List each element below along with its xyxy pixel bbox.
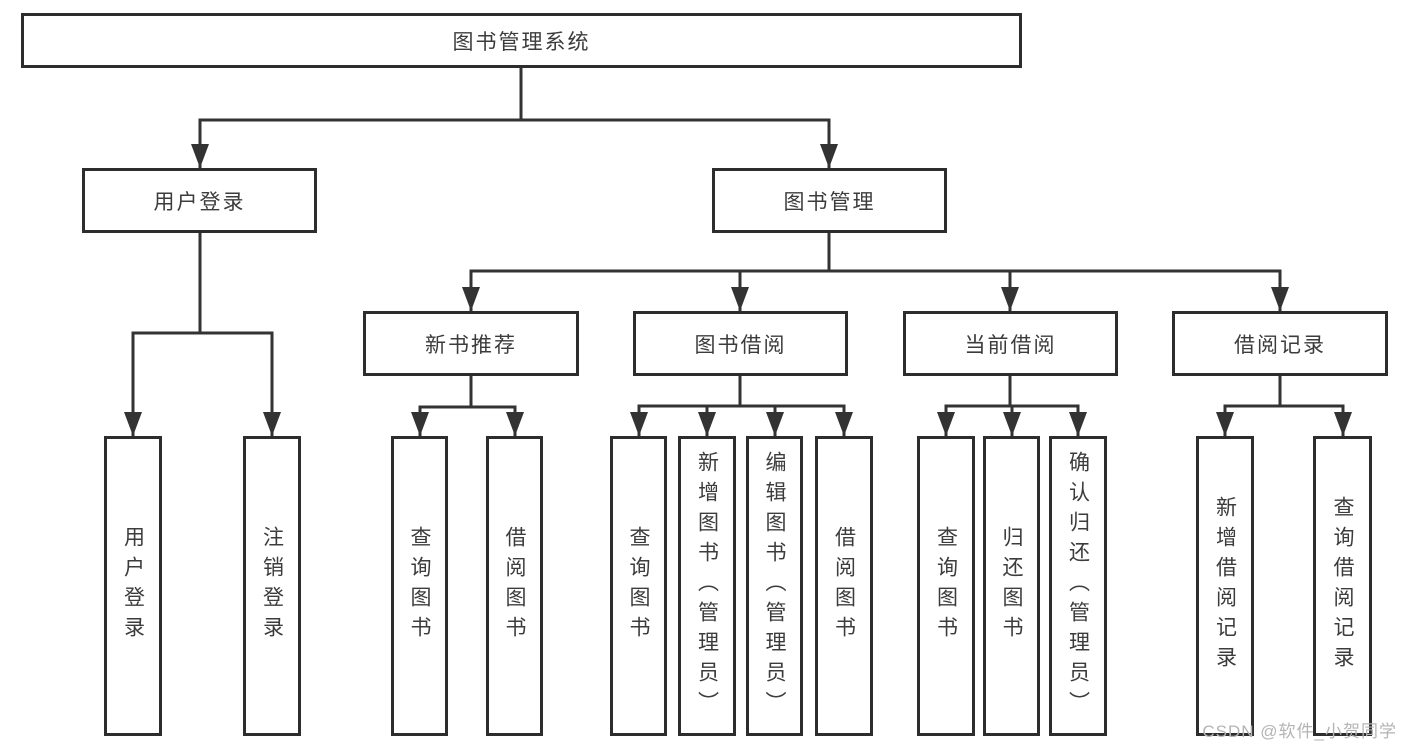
arrow-down-icon <box>191 144 209 168</box>
leaf-query-borrow-record: 查询借阅记录 <box>1313 436 1372 736</box>
arrow-down-icon <box>820 144 838 168</box>
arrow-down-icon <box>263 412 281 436</box>
leaf-borrow-books-recommend: 借阅图书 <box>486 436 543 736</box>
arrow-down-icon <box>937 412 955 436</box>
arrow-down-icon <box>506 412 524 436</box>
node-user-login: 用户登录 <box>82 168 317 233</box>
connector-root <box>198 66 831 170</box>
arrow-down-icon <box>630 412 648 436</box>
arrow-down-icon <box>411 412 429 436</box>
leaf-return-books: 归还图书 <box>983 436 1040 736</box>
connector-book-borrow <box>637 374 846 438</box>
connector-borrow-records <box>1223 374 1345 438</box>
leaf-borrow-books: 借阅图书 <box>815 436 873 736</box>
arrowheads <box>124 144 1352 436</box>
node-current-borrow: 当前借阅 <box>903 311 1118 376</box>
csdn-watermark: CSDN @软件_小贺同学 <box>1202 722 1397 741</box>
leaf-query-books-borrow: 查询图书 <box>610 436 667 736</box>
arrow-down-icon <box>1334 412 1352 436</box>
node-root: 图书管理系统 <box>21 13 1022 68</box>
arrow-down-icon <box>835 412 853 436</box>
arrow-down-icon <box>1271 287 1289 311</box>
leaf-confirm-return-admin: 确认归还（管理员） <box>1049 436 1107 736</box>
connector-user-login <box>131 231 274 438</box>
leaf-add-books-admin: 新增图书（管理员） <box>678 436 736 736</box>
arrow-down-icon <box>731 287 749 311</box>
node-book-management: 图书管理 <box>712 168 947 233</box>
arrow-down-icon <box>698 412 716 436</box>
node-new-book-recommend: 新书推荐 <box>363 311 579 376</box>
arrow-down-icon <box>124 412 142 436</box>
arrow-down-icon <box>1069 412 1087 436</box>
leaf-add-borrow-record: 新增借阅记录 <box>1196 436 1254 736</box>
arrow-down-icon <box>1001 287 1019 311</box>
connector-new-book <box>418 374 517 438</box>
leaf-logout: 注销登录 <box>243 436 301 736</box>
arrow-down-icon <box>766 412 784 436</box>
arrow-down-icon <box>462 287 480 311</box>
leaf-user-login: 用户登录 <box>104 436 162 736</box>
leaf-query-books-current: 查询图书 <box>917 436 975 736</box>
node-book-borrow: 图书借阅 <box>633 311 848 376</box>
arrow-down-icon <box>1003 412 1021 436</box>
node-borrow-records: 借阅记录 <box>1172 311 1388 376</box>
arrow-down-icon <box>1216 412 1234 436</box>
leaf-edit-books-admin: 编辑图书（管理员） <box>746 436 803 736</box>
connector-book-management <box>469 231 1282 313</box>
leaf-query-books-recommend: 查询图书 <box>391 436 448 736</box>
